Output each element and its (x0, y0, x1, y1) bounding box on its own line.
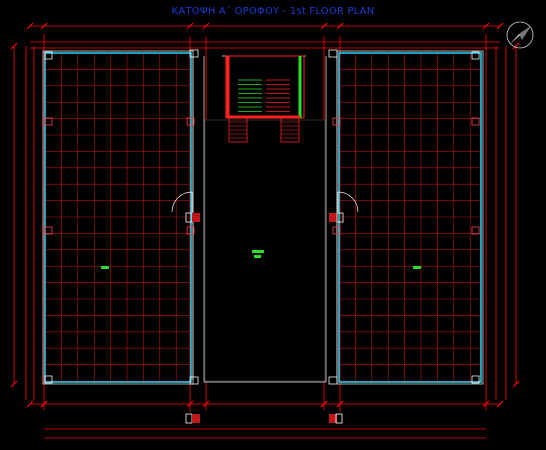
right-floor-grid (339, 53, 481, 382)
level-tags (101, 250, 421, 269)
exterior-walls (44, 52, 482, 383)
door-swings (171, 191, 359, 213)
left-floor-grid (45, 53, 191, 382)
compass-north-arrow-icon (506, 21, 534, 49)
dimension-lines (13, 25, 517, 439)
staircase (225, 55, 305, 143)
column-markers (44, 49, 480, 385)
section-markers (185, 212, 344, 424)
dimension-ticks (10, 22, 520, 408)
drawing-title: ΚΑΤΟΨΗ Α΄ ΟΡΟΦΟΥ - 1st FLOOR PLAN (171, 6, 375, 17)
central-corridor (204, 119, 326, 382)
